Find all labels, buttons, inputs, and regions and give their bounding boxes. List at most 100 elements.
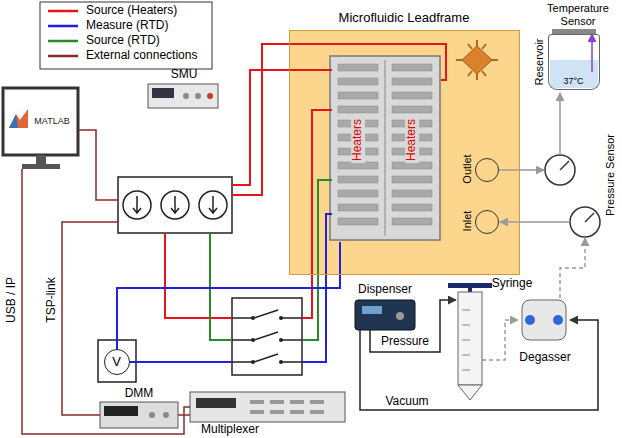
smu-instrument bbox=[148, 84, 218, 108]
legend-frame bbox=[40, 2, 212, 69]
multiplexer-instrument bbox=[190, 392, 345, 422]
fluid-line bbox=[499, 169, 544, 171]
sensor-label: Pressure Sensor bbox=[604, 134, 617, 216]
component-label: Syringe bbox=[492, 277, 533, 291]
instrument-screen bbox=[104, 406, 138, 416]
legend-line-sample bbox=[46, 33, 80, 49]
legend-line bbox=[48, 10, 78, 13]
syringe-body bbox=[458, 292, 482, 385]
temperature-probe bbox=[591, 34, 593, 72]
instrument-label: Dispenser bbox=[358, 283, 412, 297]
leadframe-fill bbox=[289, 30, 520, 275]
dmm-instrument bbox=[100, 402, 178, 428]
switch-contact bbox=[279, 338, 283, 342]
rtd-measure-wire bbox=[117, 242, 340, 349]
switch-symbol bbox=[232, 310, 302, 362]
heater-label: Heaters bbox=[351, 117, 365, 163]
legend-text: External connections bbox=[86, 49, 197, 63]
instrument-label: SMU bbox=[171, 68, 198, 82]
instrument-screen bbox=[362, 306, 382, 314]
fluid-line bbox=[482, 320, 518, 360]
chip-divider bbox=[385, 60, 386, 236]
line-label: Pressure bbox=[381, 335, 429, 349]
gauge-needle bbox=[585, 213, 594, 222]
port-label: Outlet bbox=[460, 154, 473, 183]
matlab-logo bbox=[9, 114, 18, 128]
syringe-marks bbox=[462, 310, 470, 370]
heater-wire bbox=[232, 44, 446, 195]
component-label: Degasser bbox=[519, 351, 570, 365]
external-wire bbox=[62, 222, 118, 415]
instrument-label: Multiplexer bbox=[201, 423, 259, 437]
legend-line-sample bbox=[46, 18, 80, 34]
instrument-knob bbox=[163, 412, 169, 418]
fluid-line bbox=[500, 221, 570, 223]
fluid-line bbox=[560, 238, 585, 298]
pressure-gauge bbox=[545, 155, 575, 185]
chip-icon bbox=[462, 46, 492, 74]
temperature-value: 37°C bbox=[561, 76, 585, 86]
frame-title: Microfluidic Leadframe bbox=[339, 11, 470, 26]
reservoir-jar: Reservoir37°C bbox=[548, 34, 600, 90]
reservoir-liquid bbox=[550, 60, 598, 88]
rtd-measure-wire bbox=[130, 361, 232, 363]
instrument-screen bbox=[196, 398, 236, 408]
monitor-stand bbox=[36, 155, 46, 164]
legend-line bbox=[48, 40, 78, 43]
syringe-plunger bbox=[448, 283, 492, 288]
voltmeter-circle: V bbox=[104, 349, 130, 375]
legend-line-sample bbox=[46, 48, 80, 64]
current-source-box bbox=[118, 177, 232, 233]
degasser bbox=[522, 300, 566, 340]
heater-label: Heaters bbox=[405, 117, 419, 163]
fluid-line bbox=[559, 93, 561, 155]
software-label: MATLAB bbox=[34, 116, 69, 126]
heater-wire bbox=[165, 233, 232, 318]
legend-line bbox=[48, 55, 78, 58]
sensor-label: Temperature Sensor bbox=[540, 2, 616, 27]
monitor bbox=[3, 88, 78, 155]
switch-contact bbox=[251, 360, 255, 364]
gauge-needle bbox=[560, 161, 569, 170]
legend-line-sample bbox=[46, 3, 80, 19]
reservoir-label: Reservoir bbox=[533, 38, 546, 85]
monitor-base bbox=[22, 164, 60, 169]
instrument-knob bbox=[183, 93, 189, 99]
switch-box bbox=[232, 298, 302, 375]
external-wire bbox=[78, 130, 118, 200]
chip bbox=[330, 56, 440, 240]
line-label: Vacuum bbox=[385, 395, 428, 409]
legend-line bbox=[48, 25, 78, 28]
degasser-port bbox=[525, 315, 535, 325]
instrument-label: DMM bbox=[125, 387, 154, 401]
rtd-source-wire bbox=[302, 180, 332, 340]
instrument-knob bbox=[207, 93, 213, 99]
syringe-tip bbox=[458, 385, 482, 400]
degasser-port bbox=[553, 315, 563, 325]
legend-text: Measure (RTD) bbox=[86, 19, 168, 33]
switch-contact bbox=[279, 316, 283, 320]
chip-icon-pins bbox=[456, 40, 498, 80]
voltmeter-symbol: V bbox=[112, 354, 121, 369]
current-arrow bbox=[133, 196, 217, 213]
pressure-line bbox=[370, 300, 456, 352]
instrument-knob bbox=[149, 412, 155, 418]
rtd-source-wire bbox=[210, 233, 232, 340]
switch-contact bbox=[251, 338, 255, 342]
instrument-knob bbox=[195, 93, 201, 99]
instrument-screen bbox=[152, 88, 174, 98]
legend-text: Source (RTD) bbox=[86, 34, 160, 48]
instrument-knob bbox=[396, 312, 404, 320]
switch-contact bbox=[251, 316, 255, 320]
instrument-buttons bbox=[250, 400, 324, 414]
switch-contact bbox=[279, 360, 283, 364]
external-wire bbox=[178, 414, 190, 416]
outlet-port: Outlet bbox=[475, 158, 499, 182]
legend-text: Source (Heaters) bbox=[86, 4, 177, 18]
interface-label: TSP-link bbox=[45, 277, 59, 322]
pressure-gauge bbox=[570, 207, 600, 237]
rtd-measure-wire bbox=[302, 214, 332, 362]
port-label: Inlet bbox=[460, 211, 473, 232]
inlet-port: Inlet bbox=[475, 210, 499, 234]
